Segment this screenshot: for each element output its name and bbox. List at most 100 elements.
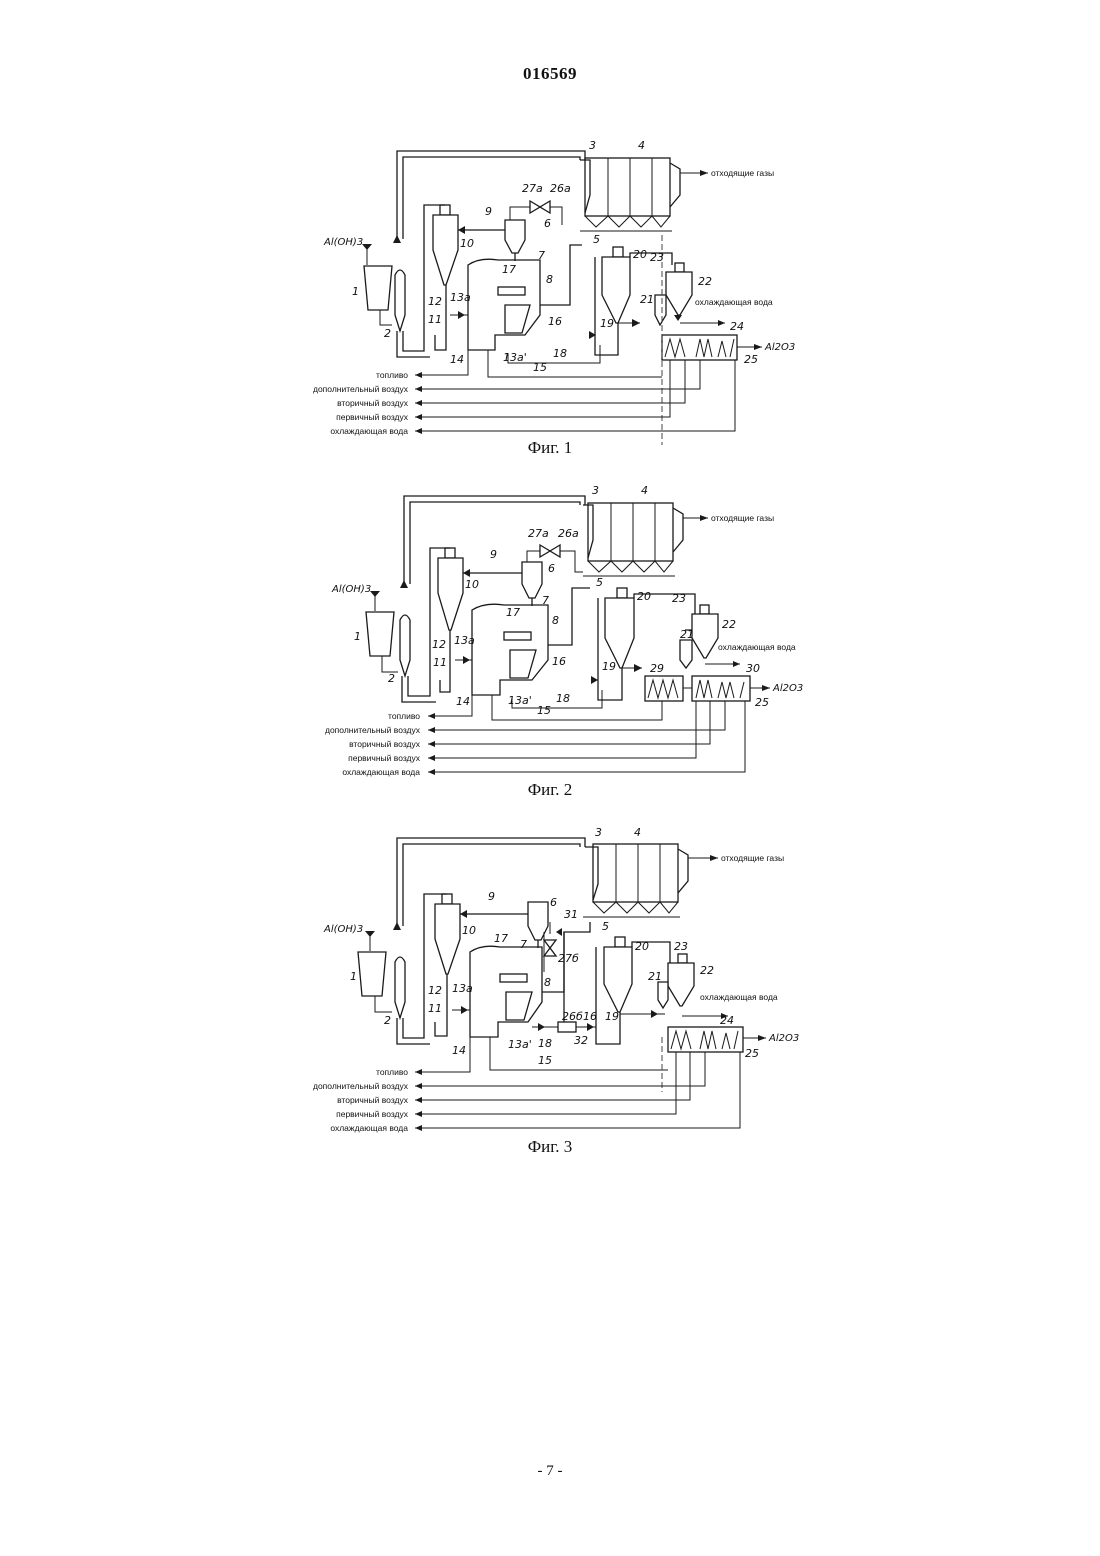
part-number-label: 13а	[452, 982, 473, 995]
part-number-label: 14	[452, 1044, 466, 1057]
flow-arrow	[718, 320, 725, 326]
cyclone-10	[435, 894, 460, 974]
product-label: Al2O3	[764, 342, 795, 353]
part-number-label: 11	[428, 1002, 442, 1015]
part-number-label: 9	[490, 548, 497, 561]
figure-3-caption: Фиг. 3	[0, 1137, 1100, 1157]
part-number-label: 10	[460, 237, 474, 250]
stream-secondary-air: вторичный воздух	[349, 739, 421, 749]
exhaust-duct-loop	[397, 151, 585, 239]
exhaust-arrow	[710, 855, 718, 861]
part-number-label: 1	[354, 630, 361, 643]
cooling-water-label-out: охлаждающая вода	[718, 642, 796, 652]
stream-additional-air: дополнительный воздух	[313, 1081, 409, 1091]
exhaust-duct-loop	[404, 496, 585, 584]
part-number-label: 18	[538, 1037, 552, 1050]
feed-bin-1	[366, 612, 394, 656]
part-number-label: 18	[553, 347, 567, 360]
flow-arrow	[460, 910, 467, 918]
stream-secondary-air: вторичный воздух	[337, 1095, 409, 1105]
document-number: 016569	[0, 64, 1100, 84]
flow-arrow	[400, 580, 408, 588]
exhaust-duct-loop	[397, 838, 585, 926]
part-number-label: 9	[485, 205, 492, 218]
venturi-dryer-2	[395, 957, 430, 1044]
part-number-label: 17	[494, 932, 508, 945]
part-number-label: 31	[564, 908, 578, 921]
stream-cooling-water: охлаждающая вода	[330, 426, 408, 436]
part-number-label: 12	[432, 638, 446, 651]
stream-cooling-water: охлаждающая вода	[342, 767, 420, 777]
flow-arrow	[461, 1006, 468, 1014]
part-number-label: 29	[650, 662, 664, 675]
part-number-label: 7	[542, 594, 549, 607]
part-number-label: 21	[648, 970, 662, 983]
part-number-label: 15	[533, 361, 547, 374]
part-number-label: 14	[456, 695, 470, 708]
flow-arrow	[733, 661, 740, 667]
flow-arrow	[634, 664, 642, 672]
stream-primary-air: первичный воздух	[336, 1109, 409, 1119]
stream-secondary-air: вторичный воздух	[337, 398, 409, 408]
product-label: Al2O3	[772, 683, 803, 694]
fluidized-cooler-24	[662, 335, 737, 360]
part-number-label: 22	[698, 275, 712, 288]
part-number-label: 16	[552, 655, 566, 668]
electrostatic-filter-4	[593, 844, 688, 913]
fluidized-cooler-30	[692, 676, 750, 701]
part-number-label: 26б	[562, 1010, 583, 1023]
part-number-label: 22	[700, 964, 714, 977]
stream-primary-air: первичный воздух	[348, 753, 421, 763]
cyclones-21-22	[655, 263, 692, 325]
exhaust-gases-label: отходящие газы	[721, 853, 784, 863]
part-number-label: 12	[428, 295, 442, 308]
part-number-label: 16	[548, 315, 562, 328]
exhaust-arrow	[700, 515, 708, 521]
part-number-label: 2	[384, 1014, 391, 1027]
mixer-32	[558, 1022, 576, 1032]
flow-arrow	[632, 319, 640, 327]
part-number-label: 13а	[450, 291, 471, 304]
part-number-label: 26а	[558, 527, 579, 540]
part-number-label: 19	[602, 660, 616, 673]
cyclone-20	[602, 247, 630, 323]
heat-exchanger-29	[645, 676, 683, 701]
part-number-label: 20	[635, 940, 649, 953]
part-number-label: 27б	[558, 952, 579, 965]
electrostatic-filter-4	[588, 503, 683, 572]
part-number-label: 8	[544, 976, 551, 989]
part-number-label: 11	[433, 656, 447, 669]
stream-additional-air: дополнительный воздух	[313, 384, 409, 394]
stream-primary-air: первичный воздух	[336, 412, 409, 422]
cyclone-20	[604, 937, 632, 1012]
figure-2-caption: Фиг. 2	[0, 780, 1100, 800]
flow-arrow	[651, 1010, 658, 1018]
product-label: Al2O3	[768, 1033, 799, 1044]
electrostatic-filter-4	[585, 158, 680, 227]
stream-fuel: топливо	[376, 370, 408, 380]
part-number-label: 2	[384, 327, 391, 340]
part-number-label: 18	[556, 692, 570, 705]
part-number-label: 7	[520, 938, 527, 951]
part-number-label: 8	[546, 273, 553, 286]
part-number-label: 15	[538, 1054, 552, 1067]
part-number-label: 1	[350, 970, 357, 983]
part-number-label: 24	[720, 1014, 734, 1027]
part-number-label: 20	[637, 590, 651, 603]
flow-arrow	[538, 1023, 545, 1031]
part-number-label: 19	[600, 317, 614, 330]
part-number-label: 17	[506, 606, 520, 619]
part-number-label: 5	[593, 233, 600, 246]
part-number-label: 30	[746, 662, 760, 675]
part-number-label: 6	[544, 217, 551, 230]
part-number-label: 20	[633, 248, 647, 261]
exhaust-gases-label: отходящие газы	[711, 513, 774, 523]
process-diagram-1: отходящие газы Al(OH)3 ох	[300, 135, 810, 455]
exhaust-gases-label: отходящие газы	[711, 168, 774, 178]
utility-streams: топливо дополнительный воздух вторичный …	[313, 360, 735, 436]
utility-streams: топливо дополнительный воздух вторичный …	[325, 701, 745, 777]
stream-fuel: топливо	[388, 711, 420, 721]
feed-label: Al(OH)3	[323, 924, 363, 935]
figure-2: отходящие газы Al(OH)3	[300, 480, 810, 800]
flow-arrow	[591, 676, 598, 684]
